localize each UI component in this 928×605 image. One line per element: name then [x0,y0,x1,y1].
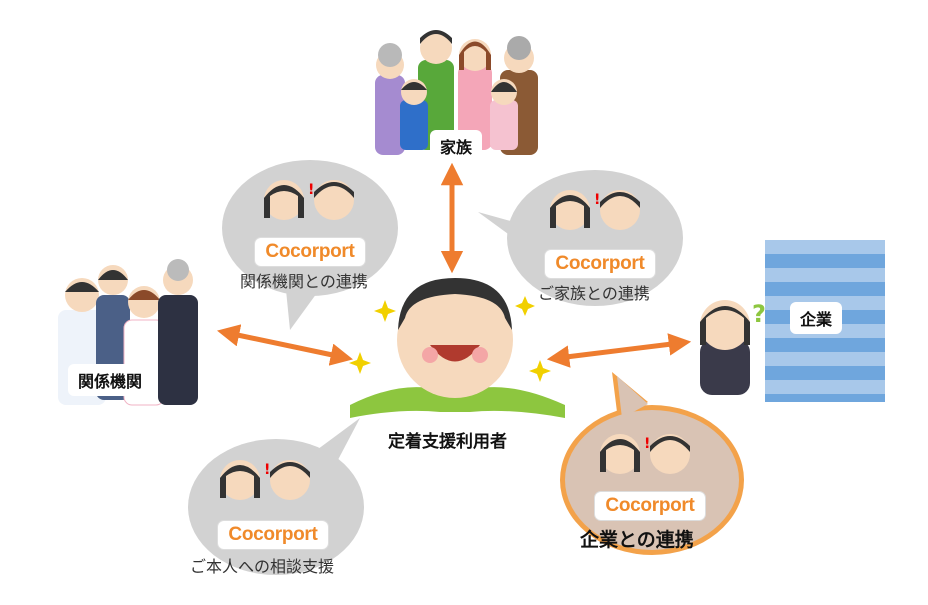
svg-text:!: ! [308,182,314,198]
cocorport-logo: Cocorport [545,250,655,278]
cocorport-logo: Cocorport [595,492,705,520]
arrow-institutions-user [216,324,354,366]
svg-text:!: ! [594,192,600,208]
bubble-caption-family: ご家族との連携 [538,284,650,303]
family-illustration [375,30,538,155]
bubble-caption-institutions: 関係機関との連携 [240,272,368,291]
confused-person-illustration: ? [700,300,766,395]
company-label: 企業 [790,302,843,334]
svg-text:!: ! [264,462,270,478]
staff-pair-icon: ! [220,460,310,500]
svg-text:!: ! [644,436,650,452]
bubble-caption-consult: ご本人への相談支援 [190,557,335,576]
bubble-consult [188,418,364,575]
cocorport-logo: Cocorport [218,521,328,549]
institutions-label: 関係機関 [68,364,153,396]
arrow-company-user [546,333,692,368]
cocorport-logo: Cocorport [255,238,365,266]
svg-text:?: ? [752,300,766,328]
bubble-caption-company: 企業との連携 [580,529,694,551]
user-illustration [350,278,565,418]
staff-pair-icon: ! [264,180,354,220]
sparkle-icon [349,296,551,382]
family-label: 家族 [430,130,483,162]
staff-pair-icon: ! [550,190,640,230]
user-label: 定着支援利用者 [388,432,507,452]
staff-pair-icon: ! [600,434,690,474]
